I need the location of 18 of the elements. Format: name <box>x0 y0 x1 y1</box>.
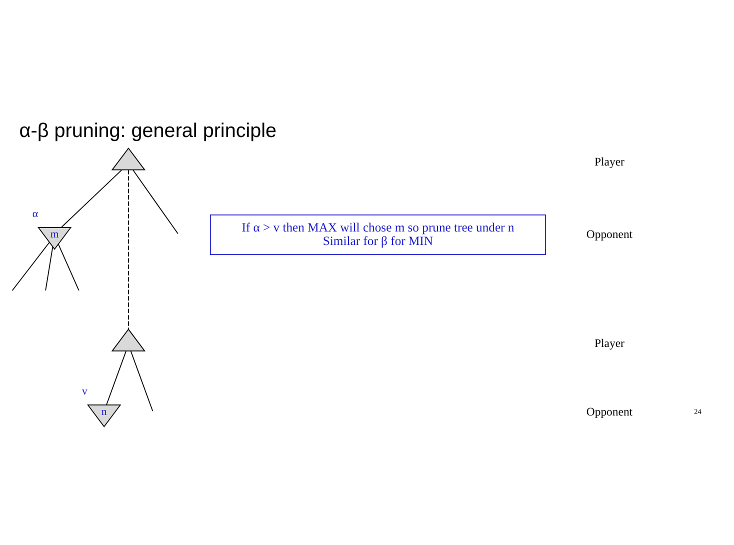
label: Opponent <box>586 227 633 240</box>
diagram-title: α-β pruning: general principle <box>19 120 277 142</box>
connector <box>58 243 80 290</box>
connector <box>106 350 127 405</box>
connector <box>132 169 178 234</box>
connector <box>61 169 122 228</box>
label: Player <box>594 336 624 350</box>
connector <box>130 350 154 412</box>
node-triangle <box>111 146 146 170</box>
label: Player <box>594 155 624 168</box>
node-label: v <box>82 385 88 398</box>
label: Opponent <box>586 404 633 418</box>
node-box: If α > v then MAX will chose m so prune tree under n Similar for β for MIN <box>210 214 546 254</box>
connector <box>128 168 129 330</box>
node-label: α <box>32 208 38 220</box>
connector <box>45 246 54 290</box>
connector <box>12 241 50 290</box>
node-triangle <box>111 328 146 351</box>
